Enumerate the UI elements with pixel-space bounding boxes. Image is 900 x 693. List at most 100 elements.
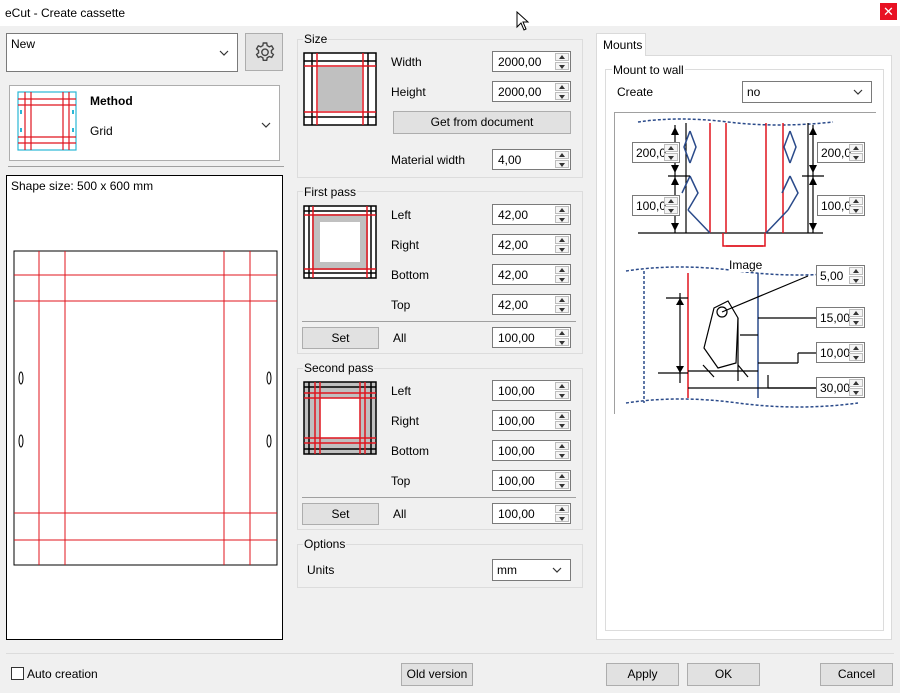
chevron-down-icon: [261, 122, 271, 128]
material-width-spinner[interactable]: [555, 151, 569, 168]
preset-value: New: [11, 37, 36, 51]
first-pass-icon: [303, 205, 377, 279]
divider: [8, 166, 284, 167]
mount-field-b-spinner[interactable]: [849, 309, 863, 326]
first-left-field[interactable]: 42,00: [492, 204, 571, 225]
mount-field-top-left-spinner[interactable]: [664, 144, 678, 161]
method-selector[interactable]: Method Grid: [9, 85, 280, 161]
width-value: 2000,00: [498, 55, 542, 69]
method-value: Grid: [90, 124, 113, 138]
mount-field-b[interactable]: 15,00: [816, 307, 865, 328]
first-right-value: 42,00: [498, 238, 529, 252]
mount-create-label: Create: [617, 85, 654, 99]
second-all-field[interactable]: 100,00: [492, 503, 571, 524]
width-spinner[interactable]: [555, 53, 569, 70]
first-right-spinner[interactable]: [555, 236, 569, 253]
old-version-button[interactable]: Old version: [401, 663, 473, 686]
second-left-field[interactable]: 100,00: [492, 380, 571, 401]
mount-field-c-spinner[interactable]: [849, 344, 863, 361]
mount-field-a-spinner[interactable]: [849, 267, 863, 284]
chevron-down-icon: [552, 567, 562, 573]
ok-button[interactable]: OK: [687, 663, 760, 686]
divider: [302, 321, 576, 322]
mount-field-d-spinner[interactable]: [849, 379, 863, 396]
first-top-field[interactable]: 42,00: [492, 294, 571, 315]
mount-field-top-right[interactable]: 200,0: [817, 142, 865, 163]
second-bottom-value: 100,00: [498, 444, 535, 458]
size-group: [297, 39, 583, 178]
second-pass-icon: [303, 381, 377, 455]
mount-to-wall-title: Mount to wall: [612, 63, 685, 77]
preset-dropdown[interactable]: New: [6, 33, 238, 72]
second-all-spinner[interactable]: [555, 505, 569, 522]
shape-size-label: Shape size: 500 x 600 mm: [11, 179, 154, 193]
mount-field-mid-right-value: 100,0: [821, 199, 852, 213]
first-set-button[interactable]: Set: [302, 327, 379, 349]
mount-field-mid-left-value: 100,0: [636, 199, 667, 213]
first-bottom-spinner[interactable]: [555, 266, 569, 283]
first-bottom-field[interactable]: 42,00: [492, 264, 571, 285]
cassette-drawing: [13, 250, 278, 566]
apply-button[interactable]: Apply: [606, 663, 679, 686]
second-top-spinner[interactable]: [555, 472, 569, 489]
second-all-value: 100,00: [498, 507, 535, 521]
title-bar: [0, 0, 900, 26]
get-from-document-button[interactable]: Get from document: [393, 111, 571, 134]
mount-field-mid-right[interactable]: 100,0: [817, 195, 865, 216]
close-button[interactable]: ✕: [880, 3, 897, 20]
width-label: Width: [391, 55, 422, 69]
mount-field-mid-right-spinner[interactable]: [849, 197, 863, 214]
divider: [302, 497, 576, 498]
divider: [6, 653, 894, 654]
second-right-field[interactable]: 100,00: [492, 410, 571, 431]
mouse-cursor-icon: [516, 11, 530, 31]
second-bottom-spinner[interactable]: [555, 442, 569, 459]
method-title: Method: [90, 94, 133, 108]
method-grid-icon: [17, 91, 77, 151]
options-group: [297, 544, 583, 588]
mount-field-top-right-spinner[interactable]: [849, 144, 863, 161]
second-bottom-field[interactable]: 100,00: [492, 440, 571, 461]
height-spinner[interactable]: [555, 83, 569, 100]
width-field[interactable]: 2000,00: [492, 51, 571, 72]
size-icon: [303, 52, 377, 126]
first-left-label: Left: [391, 208, 412, 222]
mount-field-d[interactable]: 30,00: [816, 377, 865, 398]
second-set-button[interactable]: Set: [302, 503, 379, 525]
first-all-spinner[interactable]: [555, 329, 569, 346]
mount-field-mid-left[interactable]: 100,0: [632, 195, 680, 216]
units-value: mm: [497, 563, 517, 577]
height-field[interactable]: 2000,00: [492, 81, 571, 102]
settings-button[interactable]: [245, 33, 283, 71]
shape-preview: Shape size: 500 x 600 mm: [6, 175, 283, 640]
first-top-spinner[interactable]: [555, 296, 569, 313]
second-left-spinner[interactable]: [555, 382, 569, 399]
size-group-title: Size: [303, 32, 329, 46]
material-width-field[interactable]: 4,00: [492, 149, 571, 170]
second-right-spinner[interactable]: [555, 412, 569, 429]
mount-field-a[interactable]: 5,00: [816, 265, 865, 286]
second-pass-group: [297, 368, 583, 530]
mount-diagram: [625, 118, 859, 408]
units-dropdown[interactable]: mm: [492, 559, 571, 581]
first-bottom-value: 42,00: [498, 268, 529, 282]
tab-mounts[interactable]: Mounts: [596, 33, 646, 56]
first-all-field[interactable]: 100,00: [492, 327, 571, 348]
mount-field-mid-left-spinner[interactable]: [664, 197, 678, 214]
mount-to-wall-group: [605, 69, 884, 631]
first-top-label: Top: [391, 298, 411, 312]
second-left-label: Left: [391, 384, 412, 398]
second-right-value: 100,00: [498, 414, 535, 428]
first-left-spinner[interactable]: [555, 206, 569, 223]
first-left-value: 42,00: [498, 208, 529, 222]
first-right-field[interactable]: 42,00: [492, 234, 571, 255]
second-left-value: 100,00: [498, 384, 535, 398]
first-pass-group: [297, 191, 583, 354]
mount-field-top-left[interactable]: 200,0: [632, 142, 680, 163]
cancel-button[interactable]: Cancel: [820, 663, 893, 686]
mount-field-c[interactable]: 10,00: [816, 342, 865, 363]
second-top-field[interactable]: 100,00: [492, 470, 571, 491]
options-group-title: Options: [303, 537, 347, 551]
auto-creation-checkbox[interactable]: [11, 667, 24, 680]
mount-create-dropdown[interactable]: no: [742, 81, 872, 103]
